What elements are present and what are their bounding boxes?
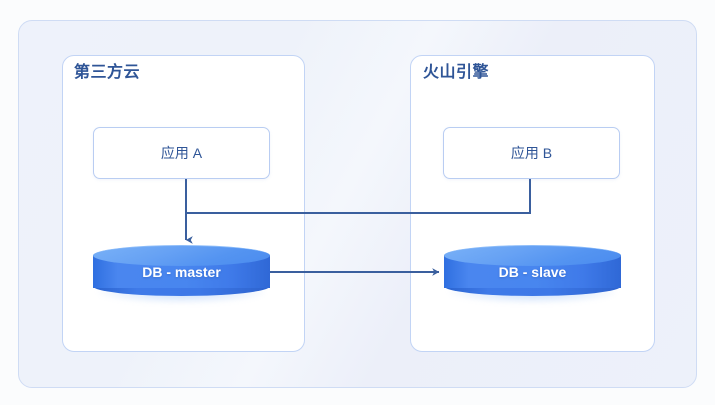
db-master-top <box>93 245 270 266</box>
panel-third-party-cloud <box>62 55 305 352</box>
node-db-slave-label: DB - slave <box>498 264 567 280</box>
db-slave-top <box>444 245 621 266</box>
node-db-master-label: DB - master <box>142 264 221 280</box>
node-db-slave[interactable]: DB - slave <box>444 245 621 304</box>
node-app-b[interactable]: 应用 B <box>443 127 620 179</box>
node-app-a[interactable]: 应用 A <box>93 127 270 179</box>
panel-volcano-engine <box>410 55 655 352</box>
node-db-master[interactable]: DB - master <box>93 245 270 304</box>
panel-title-volcano-engine: 火山引擎 <box>423 64 490 81</box>
node-app-a-label: 应用 A <box>160 145 203 161</box>
node-app-b-label: 应用 B <box>510 145 553 161</box>
panel-title-third-party-cloud: 第三方云 <box>74 64 141 81</box>
